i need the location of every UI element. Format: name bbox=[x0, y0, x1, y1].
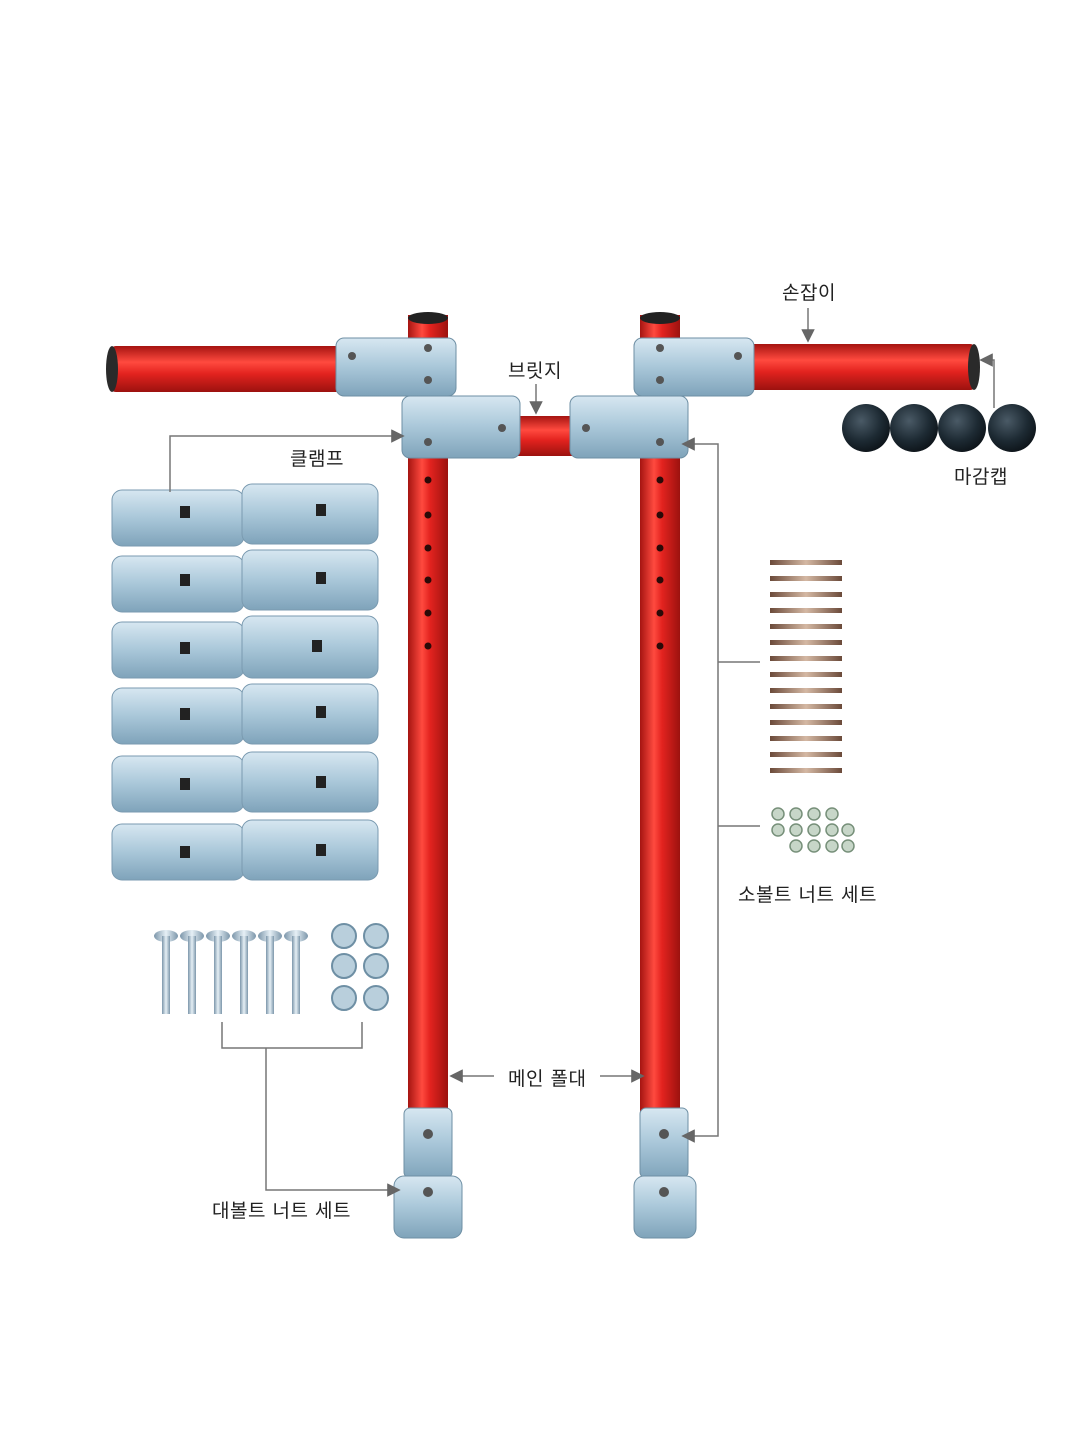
clamp-row-3 bbox=[111, 615, 379, 679]
label-large-bolt-nut-set: 대볼트 너트 세트 bbox=[212, 1200, 351, 1222]
handle-left bbox=[106, 346, 342, 392]
handle-right bbox=[740, 344, 980, 390]
clamp-row-2 bbox=[111, 549, 379, 613]
label-end-cap: 마감캡 bbox=[954, 466, 1008, 488]
clamp-row-4 bbox=[111, 683, 379, 745]
clamp-set bbox=[111, 483, 379, 881]
label-handle: 손잡이 bbox=[782, 282, 836, 304]
clamp-top-left bbox=[335, 337, 521, 459]
label-clamp: 클램프 bbox=[290, 448, 344, 470]
clamp-row-1 bbox=[111, 483, 379, 547]
clamp-row-5 bbox=[111, 751, 379, 813]
label-main-pole: 메인 폴대 bbox=[508, 1068, 587, 1090]
callout-small-bolt-nut-set bbox=[681, 437, 719, 1143]
label-bridge: 브릿지 bbox=[508, 360, 562, 382]
end-caps bbox=[842, 404, 1036, 452]
label-small-bolt-nut-set: 소볼트 너트 세트 bbox=[738, 884, 877, 906]
small-nuts bbox=[771, 807, 855, 853]
large-bolts bbox=[154, 930, 308, 1014]
small-bolts bbox=[770, 560, 842, 773]
callout-clamp bbox=[169, 429, 405, 492]
callout-end-cap bbox=[979, 353, 995, 408]
clamp-row-6 bbox=[111, 819, 379, 881]
foot-clamp-right bbox=[633, 1107, 697, 1239]
clamp-top-right bbox=[569, 337, 755, 459]
large-nuts bbox=[331, 923, 389, 1011]
callout-large-bolt-nut-set bbox=[221, 1022, 363, 1049]
foot-clamp-left bbox=[393, 1107, 463, 1239]
